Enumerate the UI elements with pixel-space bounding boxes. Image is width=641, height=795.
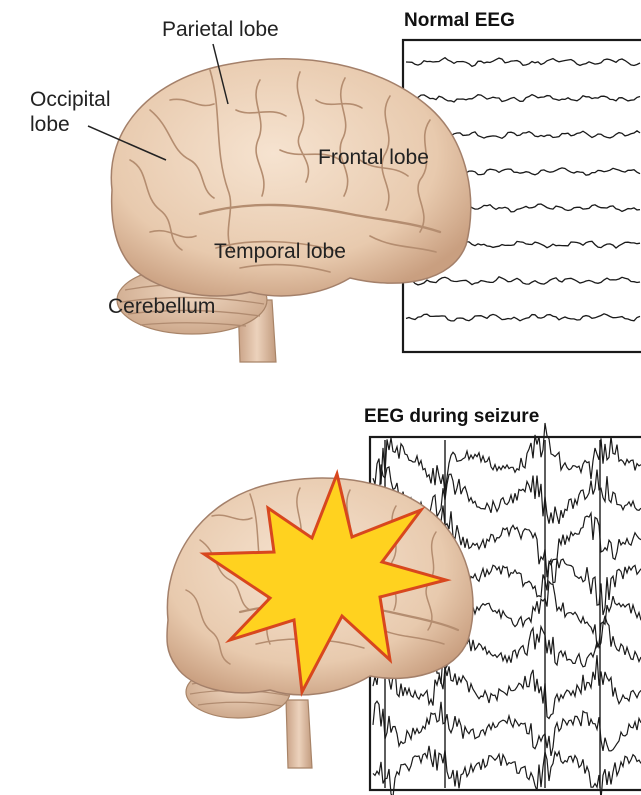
normal-eeg-title: Normal EEG bbox=[404, 10, 515, 31]
seizure-brain-stem bbox=[286, 700, 312, 768]
seizure-eeg-panel: EEG during seizure bbox=[167, 406, 641, 795]
cerebellum-label: Cerebellum bbox=[108, 295, 215, 318]
seizure-eeg-title: EEG during seizure bbox=[364, 406, 539, 427]
normal-eeg-panel: Normal EEG bbox=[30, 10, 641, 362]
occipital-lobe-label-line2: lobe bbox=[30, 113, 70, 136]
frontal-lobe-label: Frontal lobe bbox=[318, 146, 429, 169]
parietal-lobe-label: Parietal lobe bbox=[162, 18, 279, 41]
occipital-lobe-label-line1: Occipital bbox=[30, 88, 111, 111]
temporal-lobe-label: Temporal lobe bbox=[214, 240, 346, 263]
